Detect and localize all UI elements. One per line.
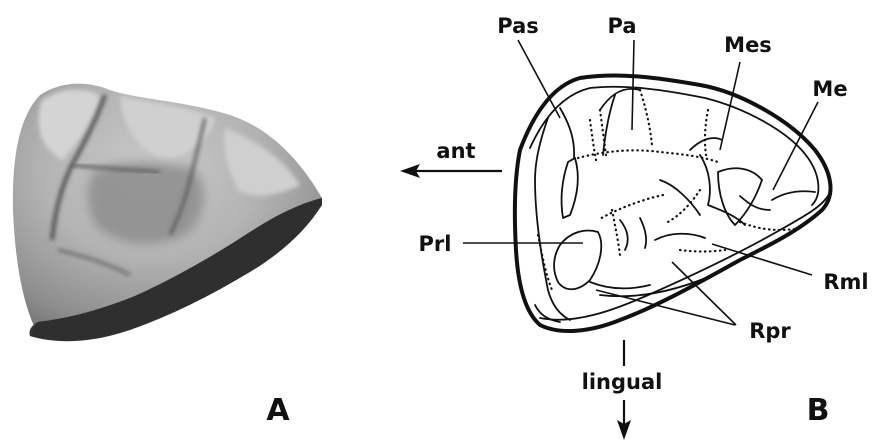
- leader-pas: [518, 40, 560, 118]
- label-rml: Rml: [823, 270, 868, 294]
- anterior-arrow: [400, 164, 502, 178]
- tooth-line-drawing: [515, 76, 831, 331]
- label-ant: ant: [436, 139, 475, 163]
- panel-b-label: B: [807, 393, 830, 428]
- label-pa: Pa: [608, 14, 637, 38]
- label-mes: Mes: [724, 33, 772, 57]
- panel-a-label: A: [266, 393, 290, 428]
- label-pas: Pas: [497, 14, 539, 38]
- label-rpr: Rpr: [749, 319, 791, 343]
- label-me: Me: [812, 77, 847, 101]
- leader-mes: [720, 62, 740, 150]
- label-prl: Prl: [419, 232, 452, 256]
- label-lingual: lingual: [582, 370, 663, 394]
- leader-pa: [632, 40, 634, 130]
- tooth-photograph: [13, 84, 322, 342]
